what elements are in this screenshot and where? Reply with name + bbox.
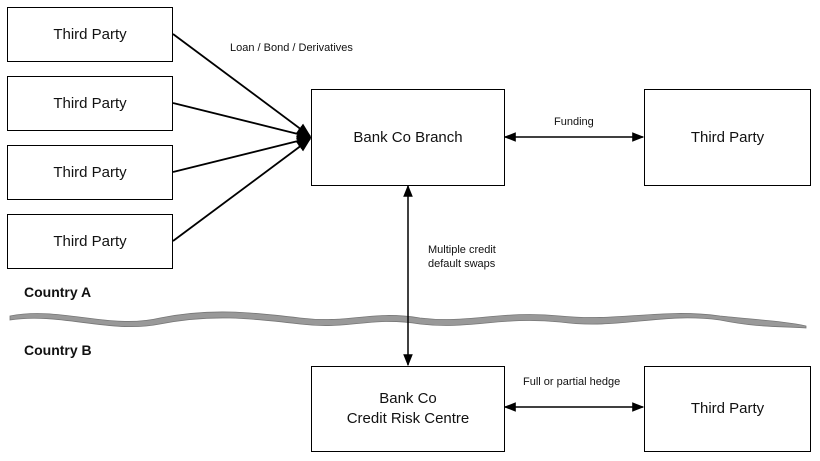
- third-party-label: Third Party: [53, 232, 127, 250]
- loan-bond-derivatives-label: Loan / Bond / Derivatives: [230, 42, 353, 54]
- arrow-tp3-branch: [172, 135, 312, 173]
- arrow-tp1-branch: [172, 33, 312, 137]
- arrow-tp2-branch: [172, 102, 312, 140]
- third-party-box-2: Third Party: [7, 76, 173, 131]
- third-party-funding-box: Third Party: [644, 89, 811, 186]
- country-b-label: Country B: [24, 342, 92, 358]
- third-party-label: Third Party: [53, 163, 127, 181]
- third-party-box-1: Third Party: [7, 7, 173, 62]
- credit-risk-centre-line2: Credit Risk Centre: [346, 410, 470, 427]
- third-party-hedge-box: Third Party: [644, 366, 811, 452]
- bank-co-branch-box: Bank Co Branch: [311, 89, 505, 186]
- arrow-tp4-branch: [172, 138, 312, 242]
- credit-risk-centre-line1: Bank Co: [379, 390, 437, 407]
- hedge-label: Full or partial hedge: [523, 376, 621, 388]
- funding-label: Funding: [554, 116, 594, 128]
- country-a-label: Country A: [24, 284, 92, 300]
- credit-risk-centre-box: Bank Co Credit Risk Centre: [311, 366, 505, 452]
- third-party-label: Third Party: [53, 94, 127, 112]
- third-party-label: Third Party: [690, 128, 765, 146]
- third-party-box-4: Third Party: [7, 214, 173, 269]
- third-party-box-3: Third Party: [7, 145, 173, 200]
- cds-label-line2: default swaps: [428, 258, 496, 270]
- cds-label-line1: Multiple credit: [428, 244, 496, 256]
- third-party-label: Third Party: [690, 400, 765, 417]
- bank-co-branch-label: Bank Co Branch: [353, 128, 463, 146]
- third-party-label: Third Party: [53, 25, 127, 43]
